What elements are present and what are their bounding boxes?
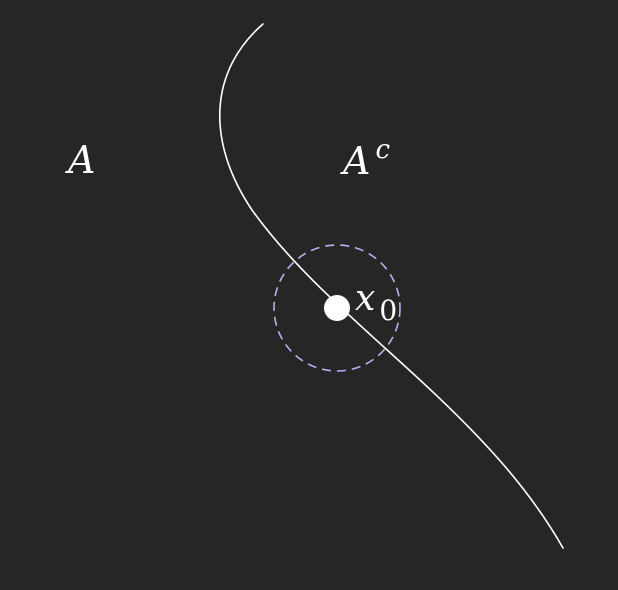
boundary-curve bbox=[218, 23, 564, 549]
label-complement: A c bbox=[340, 135, 390, 183]
point-x0 bbox=[324, 295, 350, 321]
neighborhood-circle bbox=[273, 244, 401, 372]
label-set-a: A bbox=[65, 138, 95, 182]
label-complement-base: A bbox=[340, 139, 370, 183]
label-complement-sup: c bbox=[375, 135, 390, 165]
label-point-sub: 0 bbox=[379, 294, 397, 327]
label-point: x 0 bbox=[355, 278, 397, 327]
label-point-base: x bbox=[355, 278, 375, 319]
